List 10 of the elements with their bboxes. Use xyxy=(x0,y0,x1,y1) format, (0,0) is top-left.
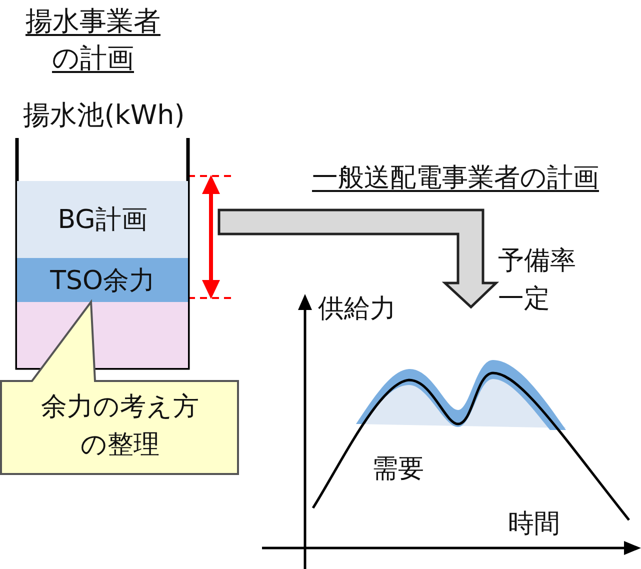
reservoir-label: 揚水池(kWh) xyxy=(22,99,186,133)
area-label: 需要 xyxy=(372,453,424,486)
axis-label: 供給力 xyxy=(318,293,396,326)
plan-band: BG計画 xyxy=(17,181,188,258)
reserve-band: TSO余力 xyxy=(17,258,188,302)
callout: 余力の考え方の整理 xyxy=(0,300,240,476)
heading: 一般送配電事業者の計画 xyxy=(312,162,599,195)
heading: 揚水事業者の計画 xyxy=(24,5,162,76)
annotation: 予備率一定 xyxy=(498,245,577,316)
axis-label: 時間 xyxy=(508,508,560,541)
